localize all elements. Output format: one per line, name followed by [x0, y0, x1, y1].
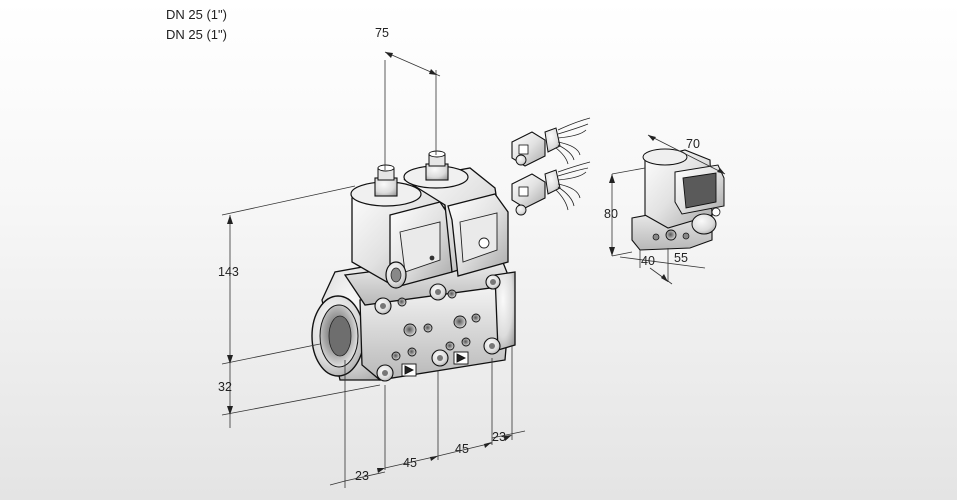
nominal-size-label-2: DN 25 (1") [166, 27, 227, 42]
dim-55: 55 [674, 251, 688, 265]
dimension-labels: 75 143 32 23 45 45 23 70 80 40 55 [218, 26, 700, 483]
plug-connectors [511, 117, 591, 216]
side-view-valve [631, 148, 725, 251]
dim-23-right: 23 [492, 430, 506, 444]
dim-40: 40 [641, 254, 655, 268]
dim-45-left: 45 [403, 456, 417, 470]
plug-connector-top [511, 117, 591, 167]
dim-75: 75 [375, 26, 389, 40]
main-valve-assembly [311, 150, 516, 382]
dim-45-right: 45 [455, 442, 469, 456]
dim-143: 143 [218, 265, 239, 279]
dim-80: 80 [604, 207, 618, 221]
plug-connector-bottom [511, 161, 591, 216]
dim-70: 70 [686, 137, 700, 151]
nominal-size-label-1: DN 25 (1") [166, 7, 227, 22]
dim-32: 32 [218, 380, 232, 394]
dim-23-left: 23 [355, 469, 369, 483]
dimension-lines [221, 51, 726, 488]
